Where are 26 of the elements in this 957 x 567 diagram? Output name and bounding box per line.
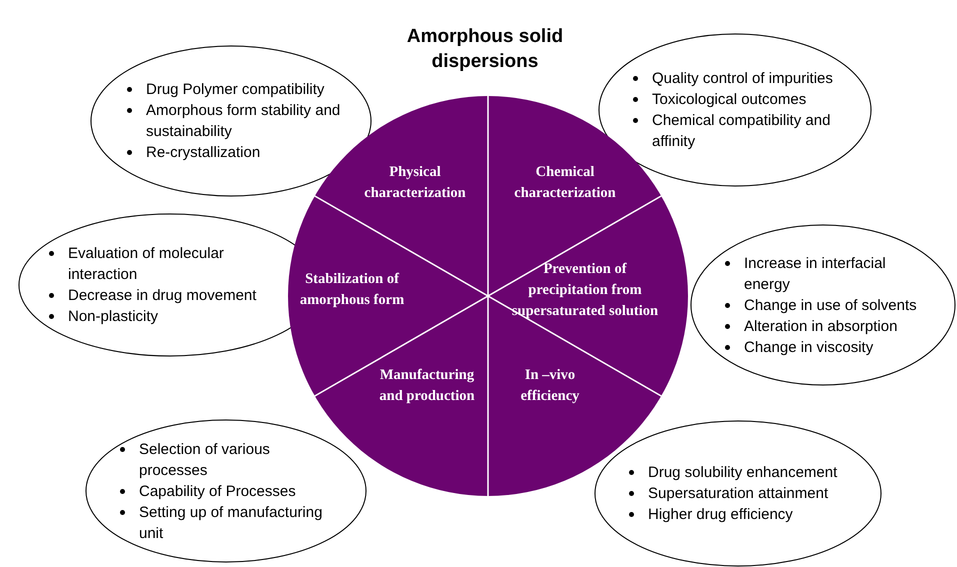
sector-label: Chemical characterization [513,163,617,203]
sector-label: Prevention of precipitation from supersaturated solution [510,260,660,320]
bullet-item: Quality control of impurities [626,68,866,89]
bullet-item: Re-crystallization [120,142,352,163]
sector-label: In –vivo efficiency [520,366,580,406]
bullet-item: Supersaturation attainment [622,483,872,504]
bullet-item: Alteration in absorption [718,316,924,336]
bullet-item: Higher drug efficiency [622,504,872,525]
bullet-item: Drug solubility enhancement [622,462,872,483]
bullet-item: Decrease in drug movement [42,285,264,306]
bullet-item: Setting up of manufacturing unit [113,502,339,544]
bullet-item: Selection of various processes [113,438,339,480]
bullet-item: Change in use of solvents [718,294,924,316]
bullet-item: Evaluation of molecular interaction [42,243,264,285]
bullet-item: Amorphous form stability and sustainability [120,100,352,142]
diagram-title: Amorphous solid dispersions [406,25,564,74]
bullet-item: Toxicological outcomes [626,89,866,110]
sector-label: Stabilization of amorphous form [298,270,406,310]
bullet-item: Chemical compatibility and affinity [626,110,866,152]
sector-label: Manufacturing and production [378,366,476,406]
bullet-item: Non-plasticity [42,306,264,327]
bullet-item: Drug Polymer compatibility [120,79,352,100]
bullet-item: Change in viscosity [718,336,924,358]
bullet-item: Increase in interfacial energy [718,252,924,294]
sector-label: Physical characterization [363,163,467,203]
bullet-item: Capability of Processes [113,480,339,502]
